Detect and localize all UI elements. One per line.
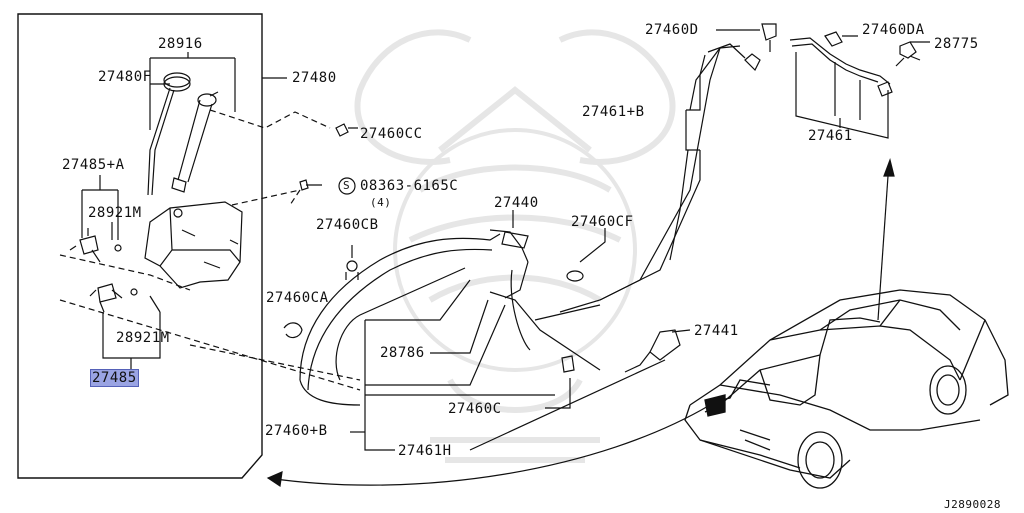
watermark-emblem — [354, 29, 676, 463]
label-27461H[interactable]: 27461H — [398, 443, 452, 459]
label-27480F[interactable]: 27480F — [98, 69, 152, 85]
label-27460CF[interactable]: 27460CF — [571, 214, 634, 230]
label-27480[interactable]: 27480 — [292, 70, 337, 86]
reservoir-tank — [144, 201, 243, 289]
diagram-code: J2890028 — [944, 498, 1001, 511]
label-27441[interactable]: 27441 — [694, 323, 739, 339]
label-28786[interactable]: 28786 — [380, 345, 425, 361]
label-27460CB[interactable]: 27460CB — [316, 217, 379, 233]
car-illustration — [684, 289, 1009, 489]
label-27460D[interactable]: 27460D — [645, 22, 699, 38]
screw-symbol: S — [343, 179, 351, 192]
label-27461[interactable]: 27461 — [808, 128, 853, 144]
label-27460C[interactable]: 27460C — [448, 401, 502, 417]
label-28916[interactable]: 28916 — [158, 36, 203, 52]
label-28921M-bottom[interactable]: 28921M — [116, 330, 170, 346]
label-27461B[interactable]: 27461+B — [582, 104, 645, 120]
callout-arrow-up — [877, 175, 889, 321]
label-27460B[interactable]: 27460+B — [265, 423, 328, 439]
label-28921M-top[interactable]: 28921M — [88, 205, 142, 221]
label-28775[interactable]: 28775 — [934, 36, 979, 52]
label-27440[interactable]: 27440 — [494, 195, 539, 211]
label-27485A[interactable]: 27485+A — [62, 157, 125, 173]
washer-hose — [299, 233, 501, 381]
screw-symbol-circle — [338, 177, 356, 195]
label-08363-qty: (4) — [370, 196, 392, 209]
label-27460DA[interactable]: 27460DA — [862, 22, 925, 38]
callout-arrow-left — [267, 404, 711, 486]
reservoir-panel-outline — [17, 13, 263, 479]
label-27460CC[interactable]: 27460CC — [360, 126, 423, 142]
label-08363-6165C[interactable]: 08363-6165C — [360, 178, 459, 194]
label-27485[interactable]: 27485 — [90, 369, 139, 387]
label-27460CA[interactable]: 27460CA — [266, 290, 329, 306]
